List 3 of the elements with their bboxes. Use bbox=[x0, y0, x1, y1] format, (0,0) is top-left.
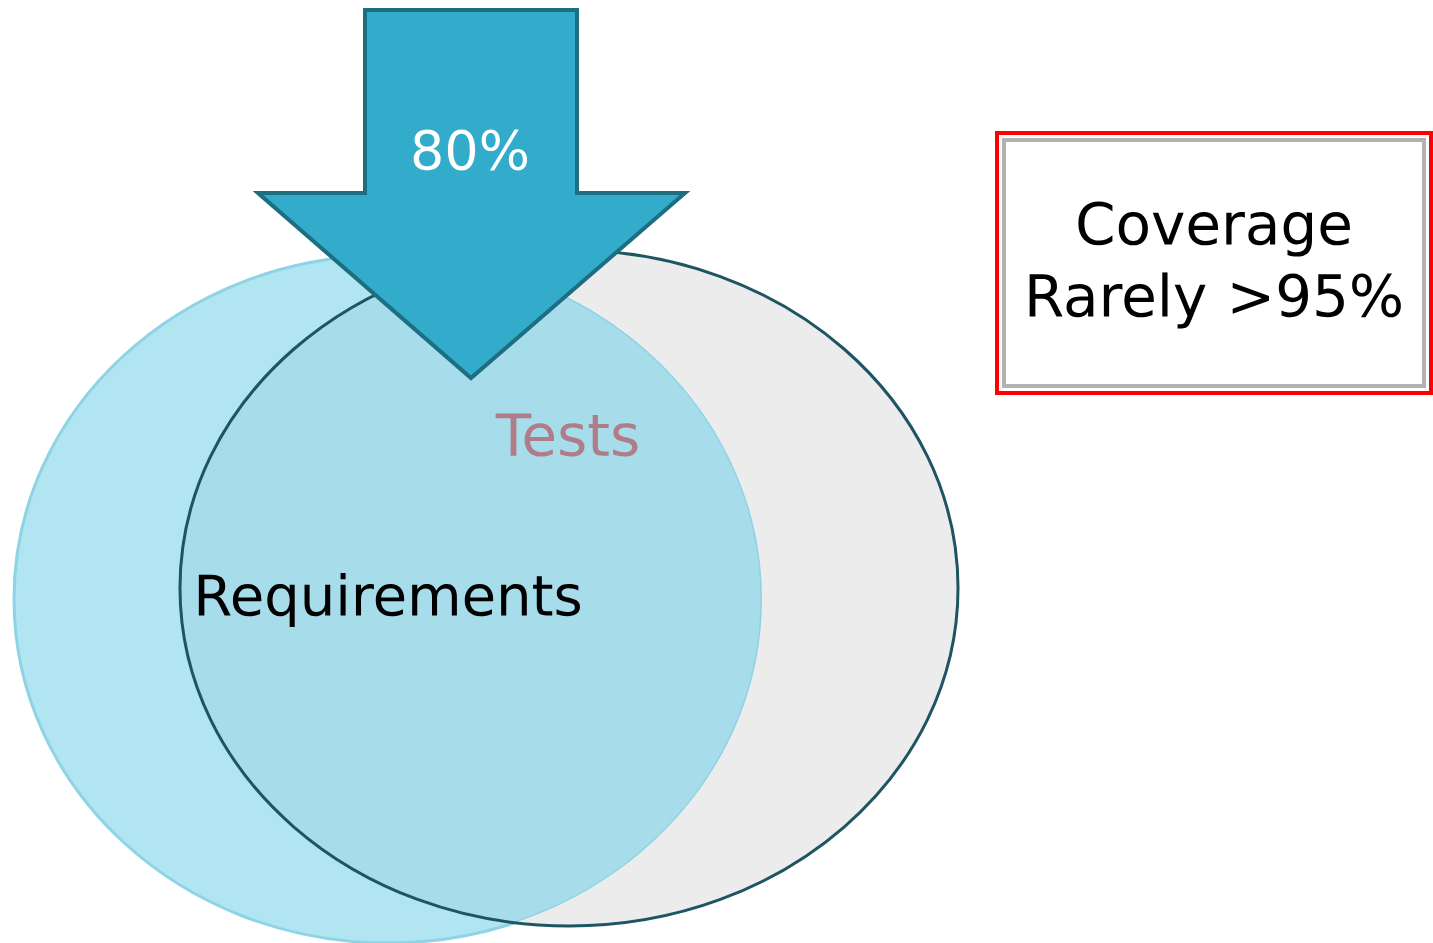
text-box: Coverage Rarely >95% bbox=[995, 131, 1433, 395]
circle-label: Requirements bbox=[198, 572, 580, 628]
circle-label: Tests bbox=[495, 413, 638, 457]
